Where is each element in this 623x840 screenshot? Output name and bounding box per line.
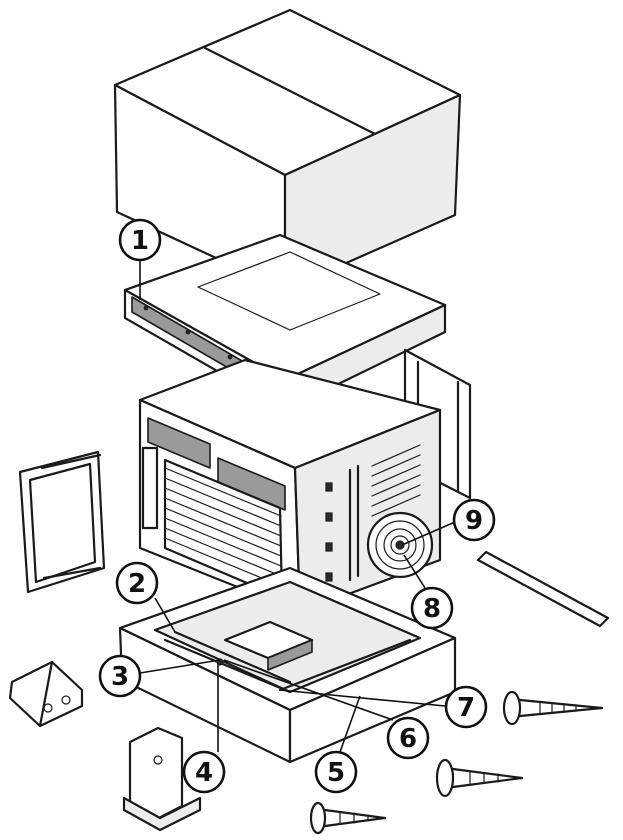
callout-2-label: 2 <box>128 569 146 599</box>
callout-5-label: 5 <box>327 758 345 788</box>
l-bracket-hole <box>43 703 53 713</box>
leader-9 <box>401 521 456 546</box>
l-bracket-hole <box>61 695 71 705</box>
rail-hole <box>185 329 191 335</box>
foam-seal-strip <box>476 550 610 628</box>
screw-head <box>502 690 522 726</box>
side-knob <box>325 572 333 582</box>
curtain-frame-inner <box>28 462 97 584</box>
callout-2: 2 <box>115 561 159 605</box>
coil-ring <box>383 528 417 562</box>
grille-slat <box>164 467 282 517</box>
screw-shank <box>518 698 604 710</box>
tray-rail <box>278 638 412 692</box>
grille-slat <box>164 487 282 537</box>
side-vent-slat <box>371 494 421 517</box>
side-vent-slat <box>371 444 421 467</box>
callout-6: 6 <box>386 716 430 760</box>
callout-4-label: 4 <box>195 758 213 788</box>
screw-shank <box>323 808 387 820</box>
tray-rail <box>173 630 292 684</box>
callout-8-label: 8 <box>423 594 441 624</box>
screw-short <box>309 801 387 835</box>
callout-3-label: 3 <box>111 662 129 692</box>
air-conditioner-unit <box>138 358 442 614</box>
callout-1: 1 <box>118 218 162 262</box>
grille-slat <box>164 527 282 577</box>
callout-8: 8 <box>410 586 454 630</box>
foam-strip-edge <box>477 559 601 627</box>
side-knob <box>325 542 333 552</box>
callout-5: 5 <box>314 750 358 794</box>
support-bracket-hole <box>153 755 163 765</box>
screw-shank <box>451 767 524 780</box>
callout-7-label: 7 <box>457 693 475 723</box>
coil-ring <box>390 535 410 555</box>
box-tape-seam <box>203 46 377 136</box>
coil-ring <box>375 520 425 570</box>
callout-9-label: 9 <box>465 506 483 536</box>
cardboard-box <box>113 8 462 292</box>
side-vent-slat <box>371 474 421 497</box>
side-knob <box>325 512 333 522</box>
l-bracket-bend <box>38 660 54 728</box>
side-vent-slat <box>371 454 421 477</box>
leader-lines <box>139 260 456 753</box>
grille-slat <box>164 507 282 557</box>
screw-shank <box>451 776 524 789</box>
front-louver-top-right <box>217 457 286 511</box>
grille-slat <box>164 477 282 527</box>
leader-3 <box>139 659 221 674</box>
support-bracket-foot <box>122 796 202 832</box>
leader-5 <box>339 695 361 753</box>
grille-slat <box>164 497 282 547</box>
top-foam-recess <box>197 251 381 331</box>
side-knob <box>325 482 333 492</box>
screw-head <box>309 801 327 835</box>
tray-rail <box>163 638 292 694</box>
callout-7: 7 <box>444 685 488 729</box>
rail-hole <box>227 354 233 360</box>
side-vent-slat <box>371 484 421 507</box>
bottom-foam-tray <box>118 566 457 764</box>
leader-6 <box>223 659 394 721</box>
callout-4: 4 <box>182 750 226 794</box>
callout-6-label: 6 <box>399 724 417 754</box>
leader-7 <box>279 689 446 707</box>
side-vent-slat <box>371 464 421 487</box>
left-curtain-frame <box>18 450 106 594</box>
top-foam-top-face <box>123 233 447 382</box>
grille-slat <box>164 517 282 567</box>
callout-1-label: 1 <box>131 226 149 256</box>
foam-strip-face <box>476 550 610 628</box>
screw-shank <box>323 816 387 828</box>
screw-long <box>502 690 604 726</box>
callout-9: 9 <box>452 498 496 542</box>
front-louver-top-left <box>147 417 211 469</box>
rail-hole <box>143 305 149 311</box>
leader-8 <box>403 554 426 589</box>
callout-3: 3 <box>98 654 142 698</box>
curtain-frame-top <box>40 453 102 470</box>
support-bracket <box>122 726 202 832</box>
screw-medium <box>435 758 524 798</box>
screw-head <box>435 758 455 798</box>
screw-shank <box>518 706 604 718</box>
control-strip <box>141 446 159 530</box>
accessory-block-side <box>267 639 313 671</box>
leader-2 <box>154 597 176 633</box>
curtain-frame-bottom <box>42 566 102 580</box>
l-bracket <box>8 660 84 728</box>
